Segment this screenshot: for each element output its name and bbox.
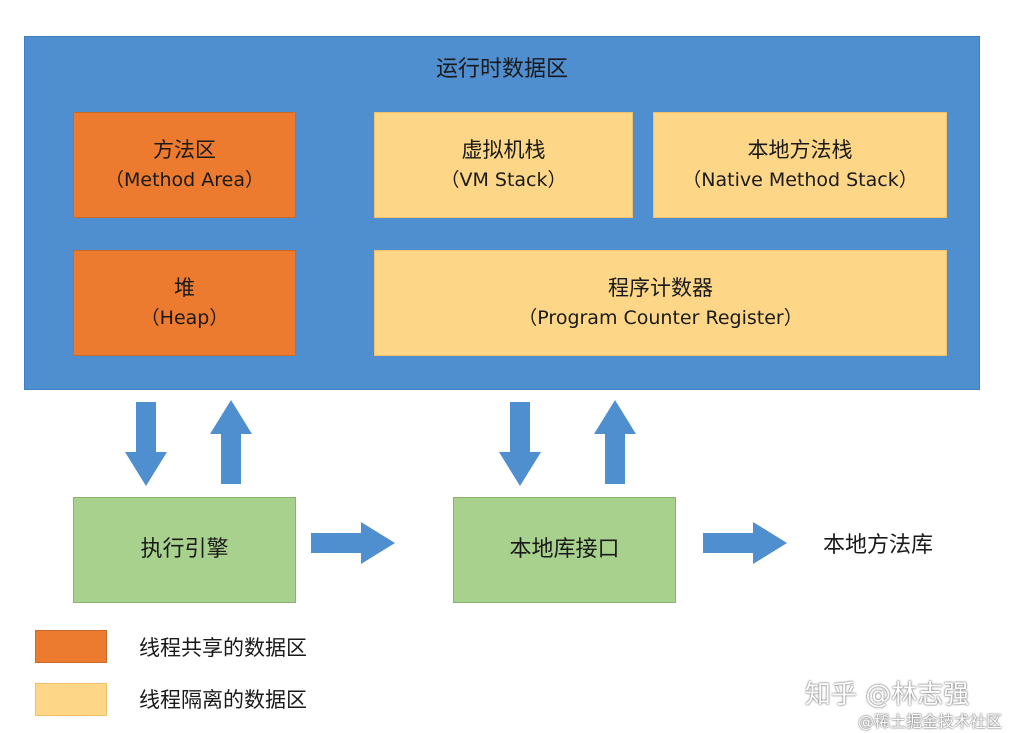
native-interface-box: 本地库接口 <box>453 497 676 603</box>
native-method-stack-label: 本地方法栈 <box>747 138 853 162</box>
arrow-right-to-native-library-icon <box>703 522 787 564</box>
execution-engine-label: 执行引擎 <box>140 537 229 562</box>
method-area-box: 方法区 （Method Area） <box>73 112 296 218</box>
program-counter-register-sublabel: （Program Counter Register） <box>518 307 803 329</box>
vm-stack-sublabel: （VM Stack） <box>440 169 567 191</box>
source-watermark: @稀土掘金技术社区 <box>858 712 1003 731</box>
arrow-up-from-execution-engine-icon <box>210 400 252 484</box>
heap-box: 堆 （Heap） <box>73 250 296 356</box>
heap-sublabel: （Heap） <box>140 307 229 329</box>
program-counter-register-label: 程序计数器 <box>608 276 713 300</box>
arrow-down-to-execution-engine-icon <box>125 402 167 486</box>
native-library-label: 本地方法库 <box>823 533 934 558</box>
author-watermark: 知乎 @林志强 <box>805 680 970 710</box>
method-area-sublabel: （Method Area） <box>104 169 265 191</box>
legend-isolated-swatch <box>35 683 107 716</box>
execution-engine-box: 执行引擎 <box>73 497 296 603</box>
legend-shared-label: 线程共享的数据区 <box>139 636 307 660</box>
method-area-label: 方法区 <box>153 138 216 162</box>
native-interface-label: 本地库接口 <box>509 537 620 562</box>
runtime-data-area-title: 运行时数据区 <box>435 57 568 82</box>
arrow-down-to-native-interface-icon <box>499 402 541 486</box>
arrow-up-from-native-interface-icon <box>594 400 636 484</box>
program-counter-register-box: 程序计数器 （Program Counter Register） <box>374 250 947 356</box>
vm-stack-box: 虚拟机栈 （VM Stack） <box>374 112 633 218</box>
legend-shared-swatch <box>35 630 107 663</box>
legend-isolated-label: 线程隔离的数据区 <box>139 688 307 712</box>
native-method-stack-sublabel: （Native Method Stack） <box>682 169 918 191</box>
arrow-right-to-native-interface-icon <box>311 522 395 564</box>
vm-stack-label: 虚拟机栈 <box>461 138 546 162</box>
native-method-stack-box: 本地方法栈 （Native Method Stack） <box>653 112 947 218</box>
heap-label: 堆 <box>174 276 195 300</box>
